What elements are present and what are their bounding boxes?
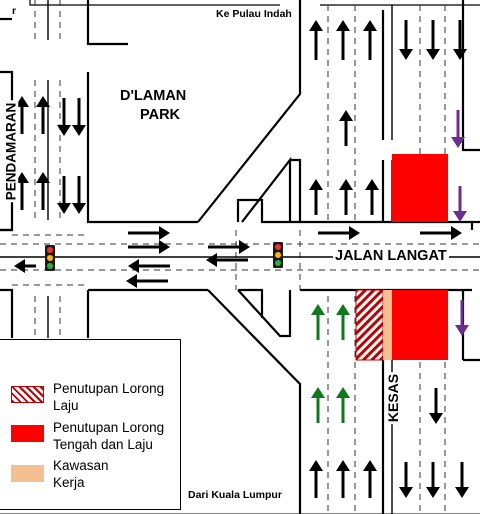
lane-arrow-icon — [339, 179, 353, 215]
lane-arrow-icon — [399, 20, 413, 60]
legend-1-line1: Penutupan Lorong — [53, 381, 165, 396]
legend-2-line2: Tengah dan Laju — [53, 437, 153, 452]
middle-fast-lane-closure-north — [392, 154, 448, 222]
lane-arrow-icon — [453, 186, 467, 222]
label-to-pulau-indah: Ke Pulau Indah — [216, 8, 292, 20]
middle-fast-lane-closure-south — [392, 290, 448, 360]
lane-arrow-icon — [208, 240, 250, 254]
lane-arrow-icon — [336, 20, 350, 60]
lane-arrow-icon — [206, 253, 248, 267]
label-kesas: KESAS — [385, 371, 402, 425]
lane-arrow-icon — [311, 304, 325, 340]
lane-arrow-icon — [126, 274, 168, 288]
lane-arrow-icon — [451, 110, 465, 148]
lane-arrow-icon — [128, 240, 170, 254]
lane-arrow-icon — [72, 98, 86, 136]
lane-arrow-icon — [309, 179, 323, 215]
lane-arrow-icon — [455, 462, 469, 498]
traffic-light-icon — [45, 245, 55, 271]
legend-1-line2: Laju — [53, 398, 79, 413]
lane-arrow-icon — [426, 462, 440, 498]
label-jalan-langat: JALAN LANGAT — [333, 248, 449, 264]
lane-arrow-icon — [453, 20, 467, 60]
legend-swatch-hatched — [11, 386, 44, 403]
lane-arrow-icon — [57, 176, 71, 214]
lane-arrow-icon — [339, 110, 353, 146]
corner-label: r — [12, 5, 17, 17]
legend-3-line1: Kawasan — [53, 458, 109, 473]
label-dlaman: D'LAMAN — [120, 88, 187, 104]
lane-arrow-icon — [429, 388, 443, 424]
lane-arrow-icon — [36, 96, 50, 134]
lane-arrow-icon — [336, 304, 350, 340]
lane-arrow-icon — [57, 98, 71, 136]
lane-arrow-icon — [72, 176, 86, 214]
lane-arrow-icon — [336, 387, 350, 423]
lane-arrows — [14, 20, 469, 498]
legend-2-line1: Penutupan Lorong — [53, 420, 165, 435]
frame-lines — [29, 0, 480, 6]
lane-arrow-icon — [15, 96, 29, 134]
label-park: PARK — [140, 107, 181, 123]
lane-arrow-icon — [426, 20, 440, 60]
lane-arrow-icon — [363, 460, 377, 498]
lane-arrow-icon — [128, 259, 170, 273]
label-pendamaran: PENDAMARAN — [3, 100, 19, 203]
legend-text-2: Penutupan Lorong Tengah dan Laju — [53, 419, 178, 453]
work-zone — [383, 290, 392, 360]
lane-arrow-icon — [128, 226, 170, 240]
lane-arrow-icon — [309, 460, 323, 498]
lane-arrow-icon — [455, 300, 469, 336]
lane-arrow-icon — [399, 462, 413, 498]
legend-text-3: Kawasan Kerja — [53, 457, 178, 491]
lane-arrow-icon — [336, 460, 350, 498]
lane-arrow-icon — [311, 387, 325, 423]
lane-arrow-icon — [420, 226, 462, 240]
legend: Penutupan Lorong Laju Penutupan Lorong T… — [0, 339, 181, 510]
lane-arrow-icon — [365, 179, 379, 215]
lane-arrow-icon — [36, 172, 50, 210]
fast-lane-closure-hatched — [355, 289, 384, 361]
lane-arrow-icon — [318, 226, 360, 240]
traffic-light-icon — [273, 242, 283, 268]
legend-3-line2: Kerja — [53, 475, 85, 490]
legend-swatch-work — [11, 465, 44, 482]
lane-arrow-icon — [15, 172, 29, 210]
lane-arrow-icon — [363, 20, 377, 60]
legend-text-1: Penutupan Lorong Laju — [53, 380, 178, 414]
closure-blocks — [355, 154, 448, 361]
legend-swatch-red — [11, 425, 44, 442]
lane-arrow-icon — [14, 259, 36, 273]
label-from-kuala-lumpur: Dari Kuala Lumpur — [188, 489, 282, 501]
lane-arrow-icon — [309, 20, 323, 60]
